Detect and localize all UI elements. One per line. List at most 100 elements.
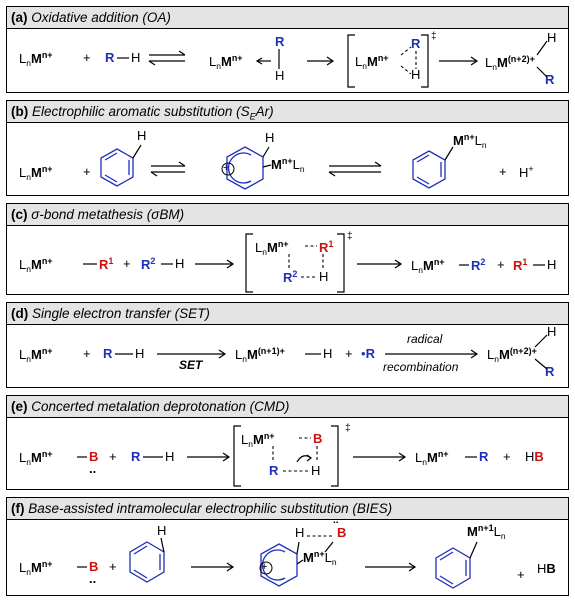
arrow-a-1 (307, 56, 335, 66)
product-plus: + (503, 449, 511, 464)
ts-r1: R1 (319, 239, 334, 255)
equilibrium-arrow-b1 (150, 161, 186, 177)
ts-h: H (311, 463, 321, 478)
wheland-ml: Mn+Ln (303, 549, 337, 567)
product-r1: R1 (513, 257, 528, 273)
reactant-r: R (131, 449, 141, 464)
benzene-ring-icon (100, 144, 142, 187)
product-hb: HB (525, 449, 544, 464)
panel-f-drawing (77, 535, 478, 589)
product-lm: LnMn+ (411, 257, 445, 275)
plus-sign: + (83, 164, 91, 179)
reactant-h: H (135, 346, 145, 361)
panel-d-bonds (115, 334, 548, 370)
arrow-f-2 (365, 562, 417, 572)
product-r: R (545, 72, 555, 87)
panel-f: (f) Base-assisted intramolecular electro… (6, 497, 569, 596)
benzene-ring-icon (129, 537, 165, 583)
base-b: B (89, 449, 99, 464)
radical-r: •R (361, 346, 375, 361)
set-label: SET (179, 358, 203, 372)
panel-b: (b) Electrophilic aromatic substitution … (6, 100, 569, 196)
reactant-lm: LnMn+ (19, 346, 53, 364)
reactant-lm: LnMn+ (19, 164, 53, 182)
panel-c-bonds (83, 233, 545, 293)
wheland-ml: Mn+Ln (271, 156, 305, 174)
reactant-r1: R1 (99, 256, 114, 272)
product-h: H (547, 324, 557, 339)
ts-bracket-left (233, 425, 241, 487)
base-lone-pair: .. (89, 571, 97, 586)
benzene-h: H (137, 128, 147, 143)
equilibrium-arrow-b2 (328, 161, 382, 177)
reactant-lm: LnMn+ (19, 559, 53, 577)
radical-label: radical (407, 332, 443, 346)
product-plus: + (517, 567, 525, 582)
wheland-b: B (337, 525, 347, 540)
panel-c: (c) σ-bond metathesis (σBM) LnMn+ R1 + R… (6, 203, 569, 295)
base-b: B (89, 559, 99, 574)
plus-sign: + (109, 559, 117, 574)
ts-bracket-left (245, 233, 253, 293)
complex-h: H (275, 68, 285, 83)
ts-h: H (319, 269, 329, 284)
base-lone-pair: .. (89, 461, 97, 476)
panel-a-header: (a) Oxidative addition (OA) (7, 7, 568, 29)
product-plus: + (497, 257, 505, 272)
ts-lm: LnMn+ (355, 53, 389, 71)
wheland-lone-pair: .. (333, 515, 339, 526)
product-hb: HB (537, 561, 556, 576)
intermediate-h: H (323, 346, 333, 361)
ts-h: H (411, 67, 421, 82)
panel-c-header: (c) σ-bond metathesis (σBM) (7, 204, 568, 226)
equilibrium-arrow-1 (148, 50, 186, 66)
ts-lm: LnMn+ (241, 431, 275, 449)
reactant-lm: LnMn+ (19, 50, 53, 68)
product-lm: LnMn+ (415, 449, 449, 467)
ts-r: R (411, 36, 421, 51)
plus-sign: + (109, 449, 117, 464)
product-ml: Mn+Ln (453, 132, 487, 150)
arrow-c-1 (195, 259, 235, 269)
ts-dagger: ‡ (345, 423, 351, 434)
wheland-h: H (265, 130, 275, 145)
intermediate-lm: LnM(n+1)+ (235, 346, 285, 364)
panel-f-header: (f) Base-assisted intramolecular electro… (7, 498, 568, 520)
arrow-e-2 (353, 452, 407, 462)
ts-dagger: ‡ (431, 31, 437, 42)
reactant-h: H (175, 256, 185, 271)
product-r: R (545, 364, 555, 379)
complex-lm: LnMn+ (209, 53, 243, 71)
ts-b: B (313, 431, 323, 446)
arrow-d-1 (157, 349, 227, 359)
reactant-lm: LnMn+ (19, 449, 53, 467)
ts-bracket-right (421, 34, 429, 88)
reactant-r: R (105, 50, 115, 65)
panel-b-drawing (100, 144, 454, 190)
reactant-h: H (131, 50, 141, 65)
product-r2: R2 (471, 257, 486, 273)
ts-bracket-right (337, 233, 345, 293)
reactant-h: H (165, 449, 175, 464)
arrow-d-2 (385, 349, 479, 359)
ts-r2: R2 (283, 269, 298, 285)
panel-a-bonds (117, 34, 548, 88)
reactant-lm: LnMn+ (19, 256, 53, 274)
product-lm: LnM(n+2)+ (485, 54, 535, 72)
panel-e-bonds (77, 425, 477, 487)
wheland-ring-icon (259, 535, 334, 587)
product-r: R (479, 449, 489, 464)
panel-e-header: (e) Concerted metalation deprotonation (… (7, 396, 568, 418)
plus-sign: + (83, 346, 91, 361)
wheland-plus: + (261, 561, 268, 573)
reactant-r2: R2 (141, 256, 156, 272)
intermediate-plus: + (345, 346, 353, 361)
product-ml: Mn+1Ln (467, 523, 506, 541)
arrow-c-2 (357, 259, 403, 269)
ts-lm: LnMn+ (255, 239, 289, 257)
arrow-f-1 (191, 562, 235, 572)
plus-sign: + (83, 50, 91, 65)
arrow-e-1 (187, 452, 231, 462)
wheland-ring-icon (221, 146, 272, 190)
panel-a: (a) Oxidative addition (OA) LnMn+ + R H … (6, 6, 569, 93)
